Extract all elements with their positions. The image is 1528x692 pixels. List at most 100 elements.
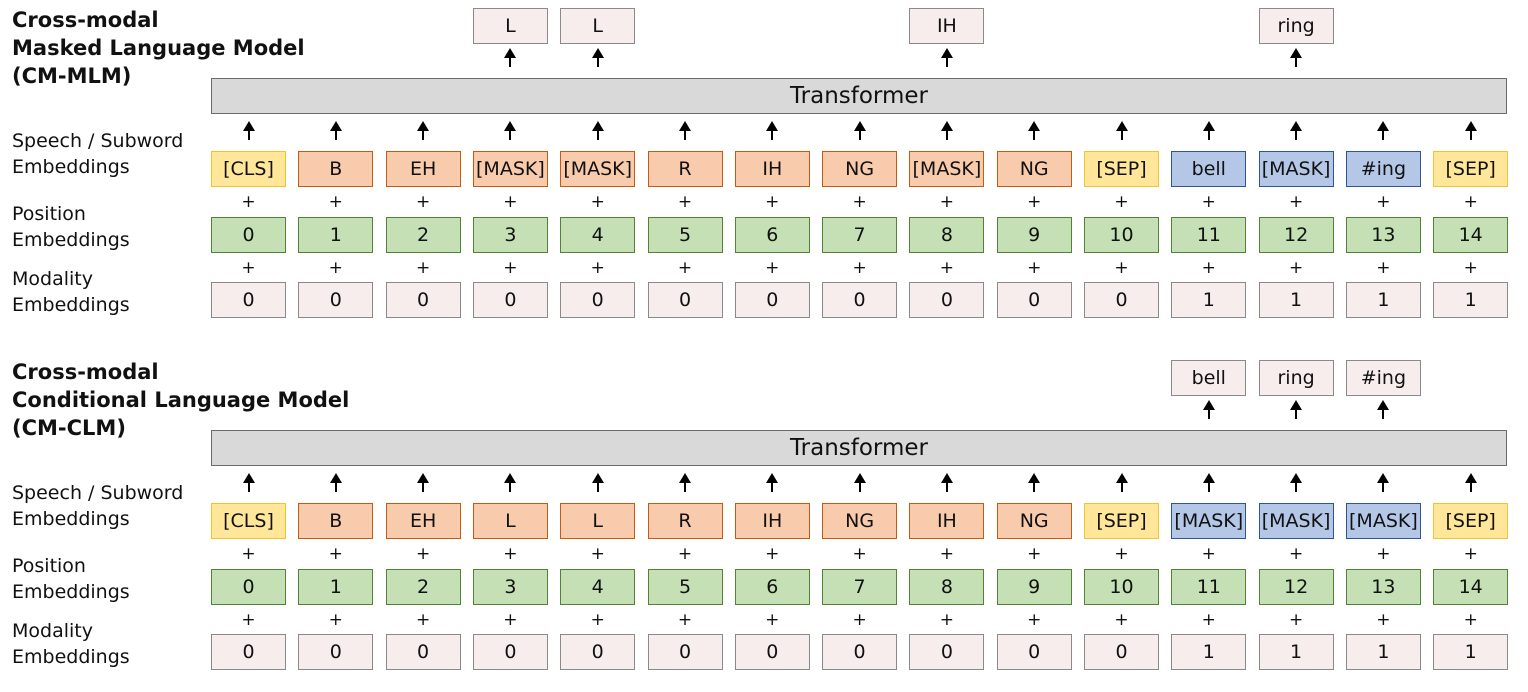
- plus-sign: +: [1463, 544, 1478, 564]
- up-arrow-icon: [853, 473, 867, 492]
- modality-embedding: 1: [1171, 282, 1247, 318]
- plus-sign: +: [939, 258, 955, 278]
- plus-sign: +: [765, 192, 780, 212]
- transformer-block: Transformer: [211, 430, 1507, 466]
- position-embedding: 9: [996, 217, 1072, 253]
- title-line-2: Masked Language Model: [12, 36, 305, 60]
- modality-embedding: 0: [211, 634, 286, 670]
- speech-subword-token: [MASK]: [472, 151, 548, 187]
- speech-subword-token: #ing: [1345, 151, 1421, 187]
- modality-embedding: 0: [298, 634, 374, 670]
- speech-subword-token: L: [472, 503, 548, 539]
- modality-embedding: 0: [909, 634, 985, 670]
- up-arrow-icon: [940, 121, 954, 140]
- speech-subword-embeddings-label: Speech / Subword Embeddings: [12, 480, 183, 532]
- plus-sign: +: [590, 610, 605, 630]
- output-token: IH: [909, 8, 985, 44]
- speech-subword-token: B: [298, 503, 374, 539]
- plus-sign: +: [1288, 544, 1304, 564]
- up-arrow-icon: [765, 121, 779, 140]
- up-arrow-icon: [503, 121, 517, 140]
- modality-embedding: 0: [822, 634, 898, 670]
- plus-sign: +: [1288, 258, 1304, 278]
- up-arrow-icon: [1027, 121, 1041, 140]
- modality-embedding: 0: [385, 282, 461, 318]
- plus-sign: +: [1376, 610, 1391, 630]
- up-arrow-icon: [1376, 400, 1390, 419]
- speech-subword-token: EH: [385, 151, 461, 187]
- speech-subword-token: bell: [1171, 151, 1247, 187]
- title-line-2: Conditional Language Model: [12, 388, 350, 412]
- plus-sign: +: [852, 610, 867, 630]
- up-arrow-icon: [678, 121, 692, 140]
- plus-sign: +: [939, 544, 955, 564]
- panel-title: Cross-modal Conditional Language Model (…: [12, 358, 349, 442]
- cm-clm-panel: Cross-modal Conditional Language Model (…: [0, 352, 1528, 692]
- plus-sign: +: [677, 258, 693, 278]
- position-embedding: 3: [472, 217, 548, 253]
- speech-subword-token: [SEP]: [1433, 503, 1509, 539]
- modality-embedding: 0: [909, 282, 985, 318]
- speech-subword-token: EH: [385, 503, 461, 539]
- plus-sign: +: [1201, 192, 1216, 212]
- speech-subword-embeddings-label: Speech / Subword Embeddings: [12, 128, 183, 180]
- output-token: L: [472, 8, 548, 44]
- position-embeddings-label: Position Embeddings: [12, 201, 130, 253]
- row-label-line: Modality: [12, 620, 93, 642]
- up-arrow-icon: [591, 121, 605, 140]
- position-embedding: 14: [1433, 569, 1509, 605]
- position-embedding: 9: [996, 569, 1072, 605]
- up-arrow-icon: [416, 473, 430, 492]
- up-arrow-icon: [1464, 473, 1478, 492]
- output-token: ring: [1258, 360, 1334, 396]
- plus-sign: +: [1027, 258, 1042, 278]
- up-arrow-icon: [503, 48, 517, 67]
- speech-subword-token: R: [647, 503, 723, 539]
- up-arrow-icon: [940, 48, 954, 67]
- plus-sign: +: [1376, 192, 1391, 212]
- plus-sign: +: [852, 192, 867, 212]
- modality-embedding: 0: [560, 634, 636, 670]
- row-label-line: Embeddings: [12, 508, 130, 530]
- up-arrow-icon: [591, 473, 605, 492]
- up-arrow-icon: [1202, 121, 1216, 140]
- speech-subword-token: IH: [909, 503, 985, 539]
- title-line-1: Cross-modal: [12, 360, 159, 384]
- plus-sign: +: [939, 192, 955, 212]
- modality-embedding: 0: [298, 282, 374, 318]
- plus-sign: +: [415, 544, 431, 564]
- plus-sign: +: [1027, 610, 1042, 630]
- speech-subword-token: IH: [734, 151, 810, 187]
- up-arrow-icon: [329, 473, 343, 492]
- speech-subword-token: IH: [734, 503, 810, 539]
- plus-sign: +: [1027, 544, 1042, 564]
- up-arrow-icon: [1115, 121, 1129, 140]
- position-embedding: 4: [560, 569, 636, 605]
- position-embedding: 8: [909, 217, 985, 253]
- plus-sign: +: [415, 610, 431, 630]
- position-embedding: 5: [647, 217, 723, 253]
- position-embedding: 2: [385, 569, 461, 605]
- modality-embedding: 1: [1345, 282, 1421, 318]
- speech-subword-token: NG: [996, 503, 1072, 539]
- plus-sign: +: [503, 544, 518, 564]
- output-token: L: [560, 8, 636, 44]
- position-embedding: 2: [385, 217, 461, 253]
- plus-sign: +: [328, 544, 343, 564]
- up-arrow-icon: [1464, 121, 1478, 140]
- plus-sign: +: [590, 192, 605, 212]
- modality-embedding: 0: [822, 282, 898, 318]
- modality-embedding: 1: [1258, 282, 1334, 318]
- speech-subword-token: [MASK]: [1258, 151, 1334, 187]
- plus-sign: +: [241, 258, 256, 278]
- plus-sign: +: [1376, 544, 1391, 564]
- plus-sign: +: [1114, 610, 1129, 630]
- plus-sign: +: [590, 258, 605, 278]
- row-label-line: Embeddings: [12, 294, 130, 316]
- modality-embedding: 0: [996, 634, 1072, 670]
- position-embedding: 0: [211, 217, 286, 253]
- position-embedding: 11: [1171, 217, 1247, 253]
- position-embedding: 3: [472, 569, 548, 605]
- speech-subword-token: [MASK]: [560, 151, 636, 187]
- up-arrow-icon: [1202, 400, 1216, 419]
